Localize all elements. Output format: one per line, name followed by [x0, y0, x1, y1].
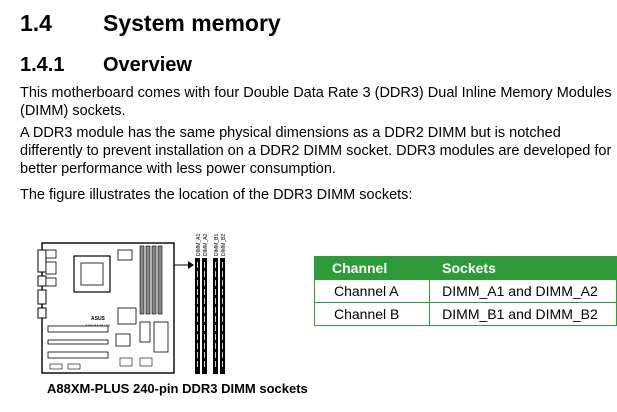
paragraph-line: (DIMM) sockets.: [20, 103, 126, 119]
io-port: [37, 307, 47, 319]
paragraph-ddr3: A DDR3 module has the same physical dime…: [20, 124, 611, 178]
paragraph-line: A DDR3 module has the same physical dime…: [20, 125, 561, 141]
pcie-slot: [47, 351, 109, 359]
slot-label-b1: DIMM_B1: [214, 234, 220, 256]
table-cell: DIMM_B1 and DIMM_B2: [429, 302, 617, 326]
figure-caption: A88XM-PLUS 240-pin DDR3 DIMM sockets: [47, 381, 308, 396]
table-cell: DIMM_A1 and DIMM_A2: [429, 279, 617, 303]
dimm-slot-board: [139, 245, 145, 315]
dimm-slot-board: [145, 245, 151, 315]
slot-label-a2: DIMM_A2: [203, 234, 209, 256]
dimm-slot-board: [157, 245, 163, 315]
table-row: Channel A DIMM_A1 and DIMM_A2: [313, 279, 617, 303]
subsection-title: Overview: [103, 54, 192, 76]
table-header-row: Channel Sockets: [313, 256, 617, 280]
paragraph-line: The figure illustrates the location of t…: [20, 187, 413, 203]
paragraph-line: better performance with less power consu…: [20, 161, 336, 177]
pcie-slot: [47, 339, 109, 345]
io-port: [37, 275, 47, 287]
paragraph-line: This motherboard comes with four Double …: [20, 85, 612, 101]
pcie-slot: [47, 325, 109, 333]
io-port: [37, 249, 47, 273]
paragraph-line: differently to prevent installation on a…: [20, 143, 612, 159]
subsection-number: 1.4.1: [20, 54, 65, 76]
paragraph-figure-intro: The figure illustrates the location of t…: [20, 186, 412, 204]
board-model: A88XM-PLUS: [85, 323, 110, 328]
table-row: Channel B DIMM_B1 and DIMM_B2: [313, 302, 617, 326]
io-port: [37, 289, 47, 305]
channel-socket-table: Channel Sockets Channel A DIMM_A1 and DI…: [313, 256, 617, 326]
board-logo: ASUS: [91, 316, 106, 322]
table-cell: Channel A: [313, 279, 431, 303]
table-header: Channel: [313, 256, 431, 280]
table-cell: Channel B: [313, 302, 431, 326]
dimm-slot-board: [151, 245, 157, 315]
section-number: 1.4: [20, 10, 52, 36]
slot-label-a1: DIMM_A1: [196, 234, 202, 256]
dimm-slots-enlarged: [195, 258, 225, 374]
paragraph-intro: This motherboard comes with four Double …: [20, 84, 612, 120]
motherboard-diagram: ASUS A88XM-PLUS DIMM_A1 DIMM_A2 DIMM_B1 …: [37, 234, 227, 374]
table-header: Sockets: [429, 256, 617, 280]
slot-label-b2: DIMM_B2: [221, 234, 227, 256]
section-title: System memory: [103, 10, 281, 36]
